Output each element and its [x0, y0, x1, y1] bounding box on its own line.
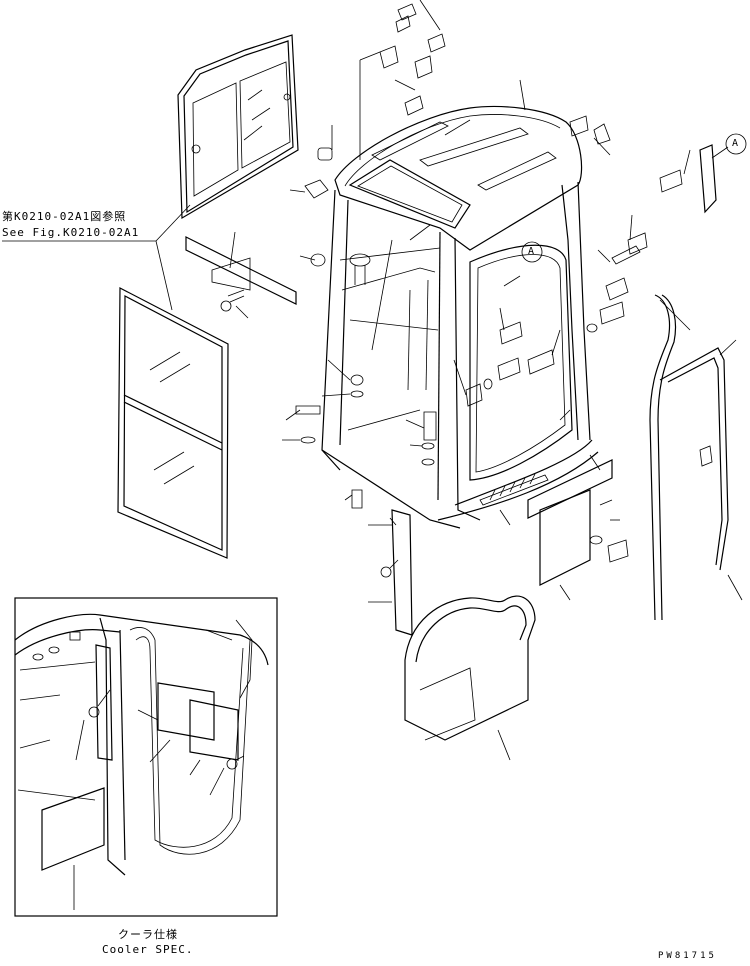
cab-body: [321, 105, 599, 529]
inset-caption-en: Cooler SPEC.: [102, 943, 194, 956]
wiper-bracket: [185, 231, 297, 319]
callout-a-circle-1: [725, 133, 747, 155]
reference-label-en: See Fig.K0210-02A1: [2, 226, 140, 239]
front-glass-frame: [117, 287, 229, 559]
inset-cooler-spec: [14, 597, 278, 917]
leader-lines: [282, 79, 743, 761]
reference-label-jp: 第K0210-02A1図参照: [2, 210, 127, 223]
callout-a-label-2: A: [528, 246, 536, 257]
floor-mat: [404, 595, 536, 741]
hardware-parts: [295, 0, 717, 509]
drawing-number: PW81715: [658, 951, 717, 961]
cover-plate: [527, 459, 629, 586]
upper-window-frame: [177, 34, 299, 220]
callout-a-circle-2: [521, 241, 543, 263]
side-panel: [380, 509, 413, 636]
reference-leader: [2, 204, 191, 311]
inset-caption-jp: クーラ仕様: [118, 928, 178, 941]
callout-a-label-1: A: [732, 138, 740, 149]
side-rod: [649, 294, 729, 621]
